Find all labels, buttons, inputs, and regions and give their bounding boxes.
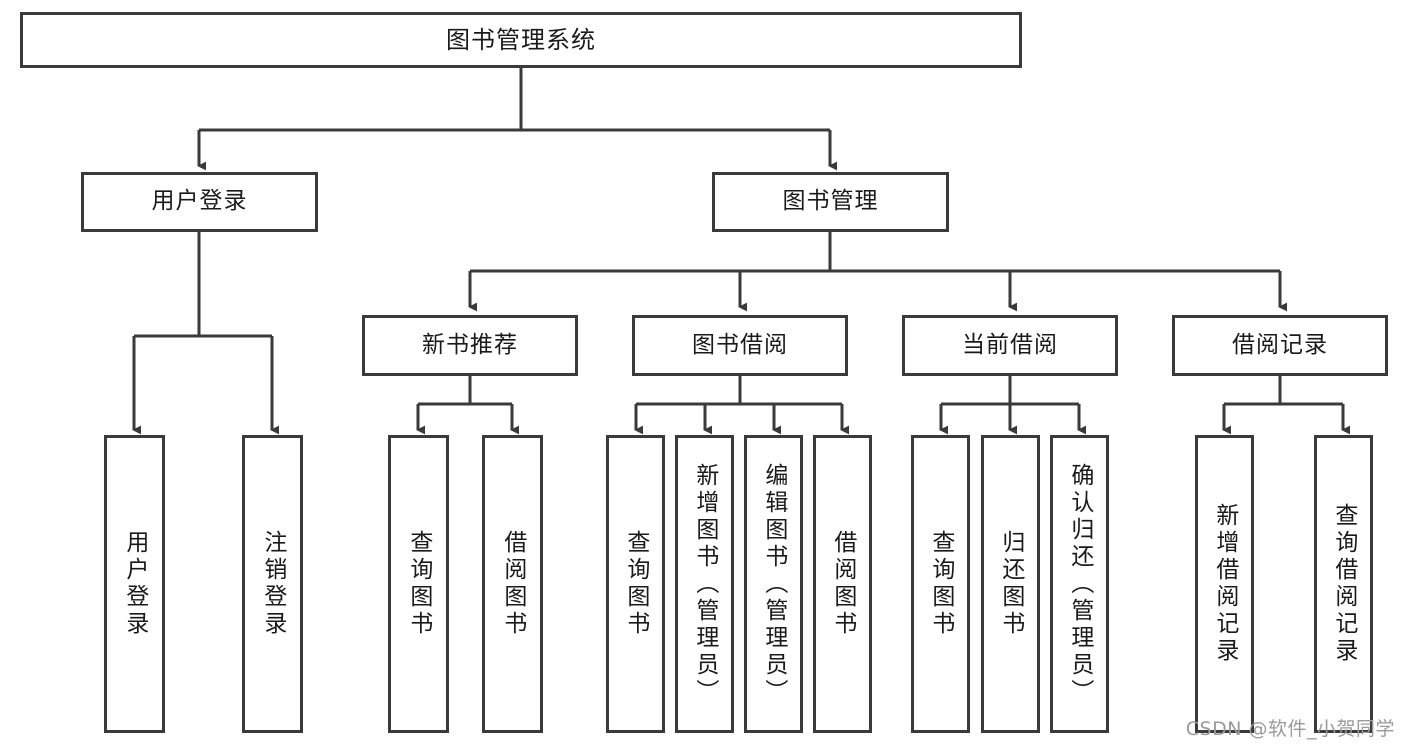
leaf-borrow-query-book-label: 查询图书 [622, 530, 649, 638]
node-user-login-label: 用户登录 [151, 188, 248, 215]
node-new-book-recommend-label: 新书推荐 [422, 331, 518, 358]
leaf-current-return-book[interactable]: 归还图书 [981, 435, 1040, 733]
node-book-borrow-label: 图书借阅 [692, 331, 788, 358]
node-borrow-record[interactable]: 借阅记录 [1172, 315, 1388, 376]
node-current-borrow[interactable]: 当前借阅 [902, 315, 1118, 376]
leaf-user-login-signin-label: 用户登录 [121, 530, 148, 638]
leaf-user-login-signin[interactable]: 用户登录 [104, 435, 165, 733]
leaf-borrow-borrow-book[interactable]: 借阅图书 [813, 435, 872, 733]
node-borrow-record-label: 借阅记录 [1232, 331, 1328, 358]
leaf-user-login-signout[interactable]: 注销登录 [242, 435, 303, 733]
leaf-current-confirm-return-label: 确认归还（管理员） [1066, 462, 1093, 706]
leaf-record-query[interactable]: 查询借阅记录 [1314, 435, 1373, 733]
leaf-current-query-book-label: 查询图书 [927, 530, 954, 638]
leaf-borrow-edit-book-label: 编辑图书（管理员） [760, 462, 787, 706]
node-book-management[interactable]: 图书管理 [712, 172, 949, 232]
leaf-current-query-book[interactable]: 查询图书 [911, 435, 970, 733]
node-new-book-recommend[interactable]: 新书推荐 [362, 315, 578, 376]
leaf-record-add[interactable]: 新增借阅记录 [1195, 435, 1254, 733]
node-root-system-label: 图书管理系统 [446, 25, 596, 54]
leaf-borrow-edit-book[interactable]: 编辑图书（管理员） [744, 435, 803, 733]
node-user-login[interactable]: 用户登录 [81, 172, 318, 232]
leaf-new-book-borrow-label: 借阅图书 [499, 530, 526, 638]
node-book-borrow[interactable]: 图书借阅 [632, 315, 848, 376]
leaf-borrow-borrow-book-label: 借阅图书 [829, 530, 856, 638]
leaf-borrow-add-book[interactable]: 新增图书（管理员） [675, 435, 734, 733]
watermark-text: CSDN @软件_小贺同学 [1185, 718, 1395, 740]
node-book-management-label: 图书管理 [782, 188, 879, 215]
leaf-current-return-book-label: 归还图书 [997, 530, 1024, 638]
leaf-new-book-query[interactable]: 查询图书 [388, 435, 449, 733]
leaf-user-login-signout-label: 注销登录 [259, 530, 286, 638]
node-root-system[interactable]: 图书管理系统 [20, 12, 1022, 68]
node-current-borrow-label: 当前借阅 [962, 331, 1058, 358]
leaf-borrow-add-book-label: 新增图书（管理员） [691, 462, 718, 706]
leaf-current-confirm-return[interactable]: 确认归还（管理员） [1050, 435, 1109, 733]
leaf-borrow-query-book[interactable]: 查询图书 [606, 435, 665, 733]
leaf-new-book-query-label: 查询图书 [405, 530, 432, 638]
leaf-record-query-label: 查询借阅记录 [1330, 503, 1357, 665]
leaf-new-book-borrow[interactable]: 借阅图书 [482, 435, 543, 733]
leaf-record-add-label: 新增借阅记录 [1211, 503, 1238, 665]
